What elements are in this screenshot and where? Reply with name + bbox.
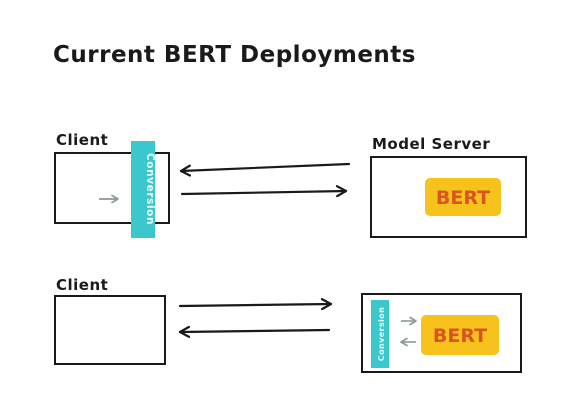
top-deployment: Client Conversion Model Server BERT: [54, 131, 527, 238]
top-client-label: Client: [56, 131, 108, 149]
bottom-request-arrow: [178, 304, 333, 306]
top-response-arrow: [179, 162, 351, 171]
bottom-deployment: Client Conversion BERT: [54, 276, 522, 373]
bottom-client-box: [54, 295, 166, 365]
top-bert-label: BERT: [436, 187, 490, 209]
bottom-client-label: Client: [56, 276, 108, 294]
bottom-bert-label: BERT: [433, 325, 487, 347]
bottom-bert-model: BERT: [421, 315, 499, 355]
top-conversion-label: Conversion: [144, 153, 156, 225]
bottom-conversion-label: Conversion: [377, 307, 386, 361]
top-bert-model: BERT: [425, 178, 501, 216]
bottom-response-arrow: [178, 330, 331, 332]
top-server-label: Model Server: [372, 135, 490, 153]
top-conversion-component: Conversion: [131, 141, 156, 238]
top-request-arrow: [180, 191, 348, 194]
diagram-title: Current BERT Deployments: [53, 42, 416, 68]
bottom-conversion-component: Conversion: [371, 300, 389, 368]
